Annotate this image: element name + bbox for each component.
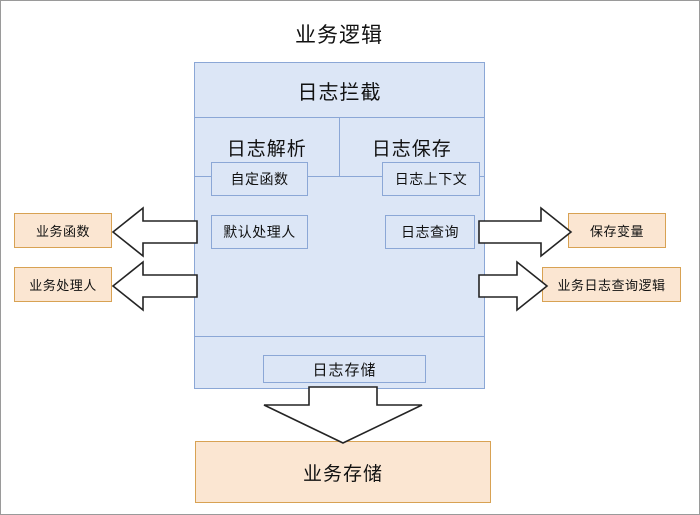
log-storage-box: 日志存储 [263,355,426,383]
panel-row-interception: 日志拦截 [195,63,484,118]
default-handler-box: 默认处理人 [211,215,308,249]
business-handler-box: 业务处理人 [14,267,112,302]
business-log-query-logic-box: 业务日志查询逻辑 [542,267,681,302]
log-save-cell: 日志保存 [340,118,485,176]
log-save-label: 日志保存 [371,137,452,160]
right-arrow-icon-log-query [478,260,549,312]
log-query-box: 日志查询 [385,215,475,249]
left-arrow-icon-custom-function [111,206,198,258]
custom-function-label: 自定函数 [230,172,289,188]
business-storage-label: 业务存储 [302,462,383,485]
business-log-query-logic-label: 业务日志查询逻辑 [557,279,666,294]
save-variable-label: 保存变量 [589,225,644,240]
page-title: 业务逻辑 [295,23,383,47]
log-interception-label: 日志拦截 [297,79,382,104]
panel-row-parse-save: 日志解析 日志保存 [195,118,484,177]
log-parse-label: 日志解析 [226,137,307,160]
panel-row-components [195,177,484,337]
log-interception-panel: 日志拦截 日志解析 日志保存 自定函数 默认处理人 日志上下文 日志查询 日志存… [194,62,485,389]
business-storage-box: 业务存储 [195,441,491,503]
business-function-box: 业务函数 [14,213,112,248]
log-context-box: 日志上下文 [382,162,480,196]
left-arrow-icon-default-handler [111,260,198,312]
log-storage-label: 日志存储 [312,360,377,379]
log-query-label: 日志查询 [401,225,459,241]
default-handler-label: 默认处理人 [223,225,296,241]
log-context-label: 日志上下文 [394,172,468,188]
down-arrow-icon-log-storage [263,386,423,444]
business-handler-label: 业务处理人 [29,279,97,294]
log-parse-cell: 日志解析 [195,118,340,176]
right-arrow-icon-log-context [478,206,573,258]
business-function-label: 业务函数 [35,225,90,240]
save-variable-box: 保存变量 [568,213,666,248]
custom-function-box: 自定函数 [211,162,308,196]
